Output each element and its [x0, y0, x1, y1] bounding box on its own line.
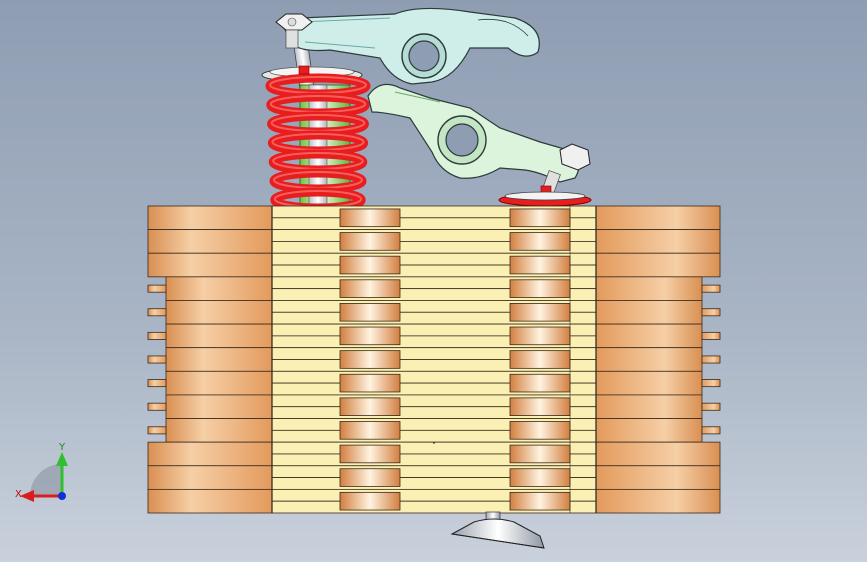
bore-left: [339, 326, 401, 346]
plate-tab-right: [701, 402, 721, 411]
axis-x-label: X: [15, 489, 22, 500]
plate-right: [595, 300, 703, 325]
plate-tab-left: [147, 379, 167, 388]
plate-left: [165, 394, 273, 419]
bore-left: [339, 397, 401, 416]
origin-point: [433, 442, 435, 444]
coordinate-triad-icon[interactable]: Y X: [15, 442, 68, 502]
bore-left: [339, 232, 401, 251]
bore-left: [339, 350, 401, 369]
plate-right: [595, 229, 721, 254]
plate-right: [595, 205, 721, 231]
bore-right: [509, 208, 571, 228]
plate-right: [595, 394, 703, 419]
plate-tab-right: [701, 426, 721, 435]
rocker-arm-upper[interactable]: [275, 7, 540, 85]
bore-right: [509, 491, 571, 511]
bore-right: [509, 397, 571, 416]
plate-right: [595, 347, 703, 372]
bore-right: [509, 303, 571, 322]
valve-head[interactable]: [450, 511, 545, 549]
plate-left: [165, 347, 273, 372]
bore-right: [509, 373, 571, 393]
plate-tab-left: [147, 284, 167, 293]
plate-tab-left: [147, 308, 167, 317]
plate-right: [595, 252, 721, 278]
plate-left: [147, 252, 273, 278]
plate-left: [165, 370, 273, 396]
plate-left: [165, 300, 273, 325]
bore-left: [339, 444, 401, 464]
plate-right: [595, 418, 703, 443]
plate-right: [595, 323, 703, 349]
plate-left: [147, 205, 273, 231]
bore-right: [509, 444, 571, 464]
bore-left: [339, 208, 401, 228]
bore-left: [339, 491, 401, 511]
bore-right: [509, 468, 571, 487]
valve-spring-icon[interactable]: [265, 73, 371, 213]
plate-tab-right: [701, 284, 721, 293]
plate-left: [165, 418, 273, 443]
bore-left: [339, 279, 401, 298]
bore-left: [339, 373, 401, 393]
plate-left: [147, 488, 273, 514]
plate-tab-right: [701, 308, 721, 317]
plate-left: [147, 229, 273, 254]
plate-tab-right: [701, 379, 721, 388]
plate-right: [595, 441, 721, 467]
plate-tab-left: [147, 402, 167, 411]
bore-left: [339, 468, 401, 487]
bore-left: [339, 303, 401, 322]
bore-right: [509, 326, 571, 346]
plate-right: [595, 370, 703, 396]
plate-tab-left: [147, 426, 167, 435]
axis-y-label: Y: [58, 442, 66, 453]
plate-left: [165, 323, 273, 349]
plate-right: [595, 465, 721, 490]
bore-left: [339, 255, 401, 275]
bore-right: [509, 350, 571, 369]
bore-right: [509, 255, 571, 275]
plate-tab-right: [701, 355, 721, 364]
plate-left: [165, 276, 273, 301]
plate-tab-left: [147, 331, 167, 340]
cylinder-head-plate-stack[interactable]: [147, 205, 721, 514]
valve-spring-assembly[interactable]: [261, 28, 371, 213]
bore-right: [509, 279, 571, 298]
bore-right: [509, 232, 571, 251]
bore-right: [509, 421, 571, 440]
bore-left: [339, 421, 401, 440]
plate-right: [595, 276, 703, 301]
plate-tab-left: [147, 355, 167, 364]
plate-right: [595, 488, 721, 514]
rocker-arm-lower[interactable]: [367, 83, 592, 207]
plate-left: [147, 465, 273, 490]
plate-left: [147, 441, 273, 467]
plate-tab-right: [701, 331, 721, 340]
